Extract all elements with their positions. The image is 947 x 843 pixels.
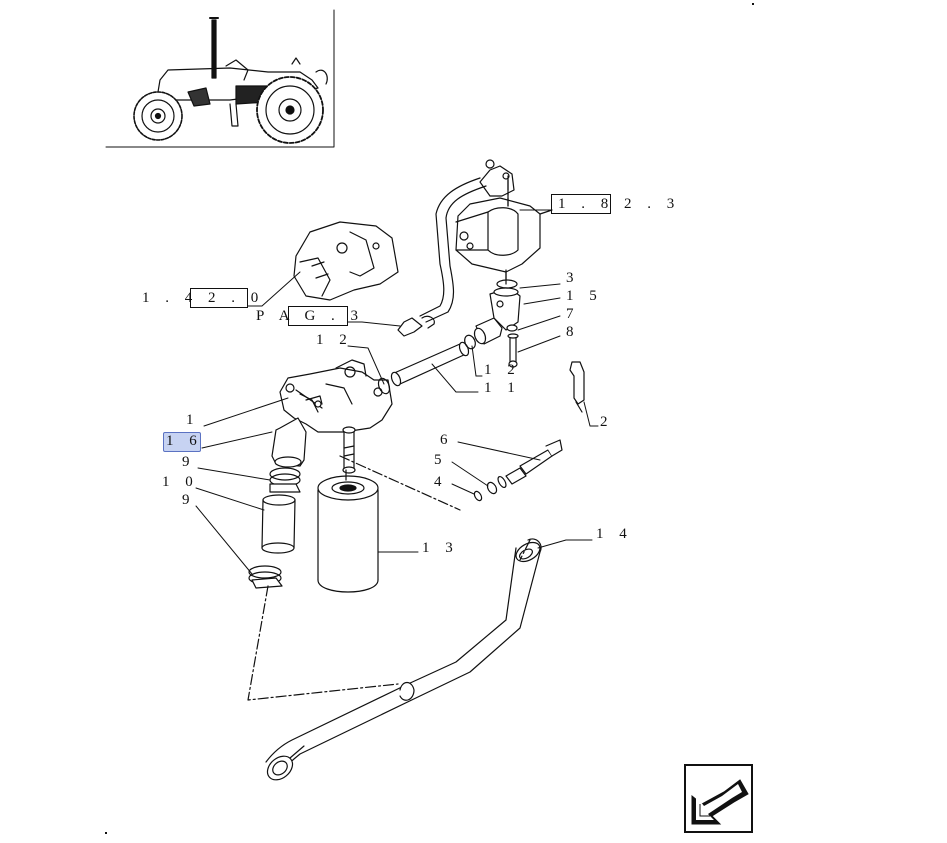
callout-12-bottom[interactable]: 1 2 (484, 362, 521, 378)
callout-9-top[interactable]: 9 (182, 454, 196, 470)
ref-link-1-42-0[interactable]: 1 . 4 2 . 0 (142, 290, 265, 306)
ref-link-pag-3[interactable]: P A G . 3 (256, 308, 365, 324)
callout-2[interactable]: 2 (600, 414, 614, 430)
callout-11[interactable]: 1 1 (484, 380, 521, 396)
suction-pipe-upper (397, 177, 487, 337)
callout-9-bottom[interactable]: 9 (182, 492, 196, 508)
callout-15[interactable]: 1 5 (566, 288, 603, 304)
callout-6[interactable]: 6 (440, 432, 454, 448)
ref-link-1-82-3[interactable]: 1 . 8 2 . 3 (558, 196, 681, 212)
ref-box-page (288, 306, 348, 326)
callout-13[interactable]: 1 3 (422, 540, 459, 556)
callout-12-top[interactable]: 1 2 (316, 332, 353, 348)
callout-7[interactable]: 7 (566, 306, 580, 322)
upper-pump-drawing (455, 159, 553, 285)
assembly-lines (247, 179, 531, 701)
callout-5[interactable]: 5 (434, 452, 448, 468)
filter-head-drawing (271, 359, 393, 474)
callout-8[interactable]: 8 (566, 324, 580, 340)
left-pump-drawing (293, 221, 399, 301)
hose-10-drawing (248, 467, 301, 589)
elbow-15-drawing (489, 279, 521, 368)
callout-4[interactable]: 4 (434, 474, 448, 490)
sensor-6-drawing (473, 439, 563, 502)
filter-13-drawing (317, 475, 379, 593)
callout-3[interactable]: 3 (566, 270, 580, 286)
leader-lines (195, 209, 599, 575)
tractor-thumbnail-icon (105, 9, 335, 148)
speck-bottom-left (105, 832, 107, 834)
callout-10[interactable]: 1 0 (162, 474, 199, 490)
back-arrow-icon (691, 779, 749, 825)
ref-box-top (551, 194, 611, 214)
callout-1[interactable]: 1 (186, 412, 200, 428)
callout-14[interactable]: 1 4 (596, 526, 633, 542)
speck-top-right (752, 3, 754, 5)
back-button[interactable] (684, 764, 753, 833)
suction-pipe-14-drawing (265, 538, 542, 781)
ref-box-left (190, 288, 248, 308)
bracket-2-drawing (569, 361, 585, 413)
selected-part-highlight (163, 432, 201, 452)
callout-16[interactable]: 1 6 (166, 433, 203, 449)
